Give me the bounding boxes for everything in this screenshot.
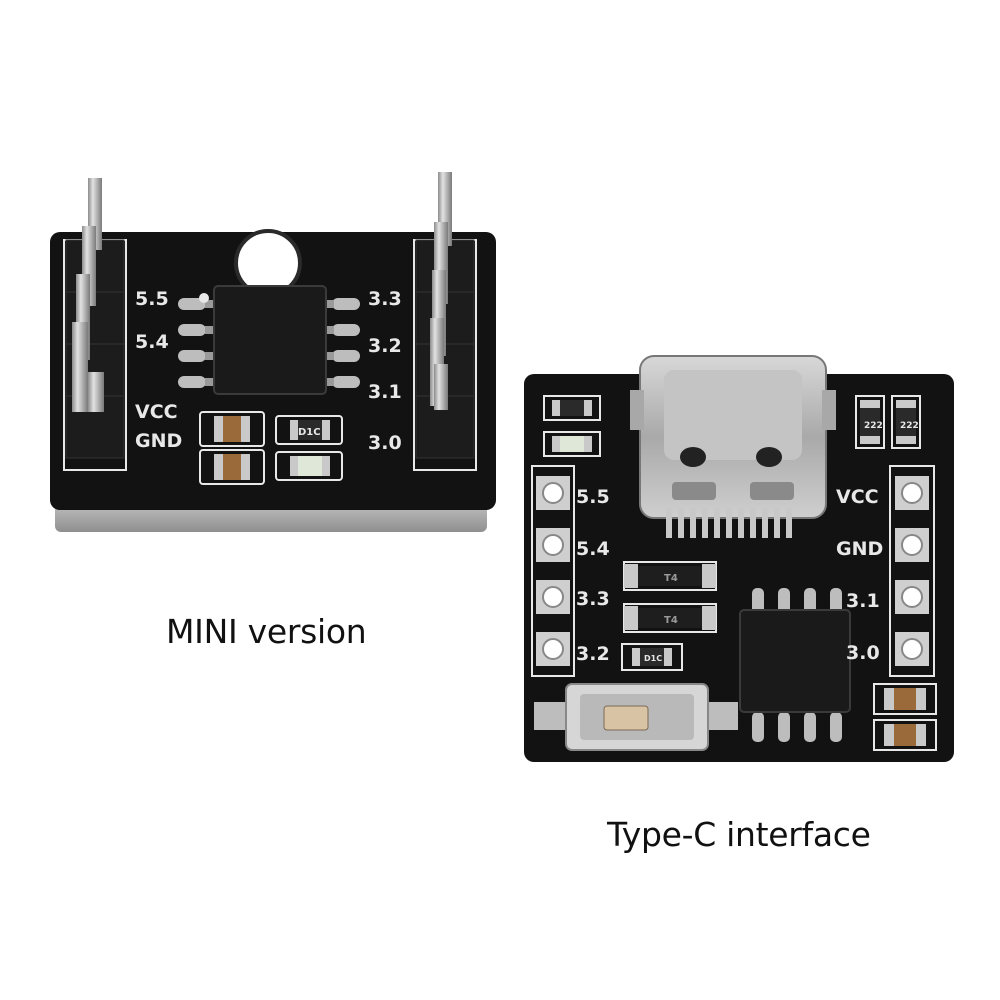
mini-right-header [415, 172, 475, 459]
typec-label-3-0: 3.0 [846, 642, 880, 664]
mini-label-3-1: 3.1 [368, 381, 402, 403]
typec-label-5-5: 5.5 [576, 486, 610, 508]
typec-right-pads [895, 476, 929, 666]
typec-bottom-right-components [873, 683, 937, 751]
mini-label-5-4: 5.4 [135, 331, 169, 353]
mini-label-3-3: 3.3 [368, 288, 402, 310]
typec-label-3-2: 3.2 [576, 643, 610, 665]
reset-button [534, 683, 738, 751]
usb-c-pins [666, 508, 792, 538]
mounting-hole [236, 231, 300, 295]
mini-left-header [65, 178, 125, 459]
resistor-marking-1: 222 [864, 421, 883, 431]
mini-board: D1C 5.5 5.4 VCC GND 3.3 3.2 3.1 3.0 [50, 172, 496, 532]
usb-c-connector [630, 355, 836, 538]
diode-marking-1: T4 [664, 573, 678, 584]
mini-label-5-5: 5.5 [135, 288, 169, 310]
mini-label-gnd: GND [135, 430, 182, 452]
typec-top-left-components [543, 395, 601, 457]
diode-marking-2: T4 [664, 615, 678, 626]
mini-label-3-0: 3.0 [368, 432, 402, 454]
typec-chip [739, 588, 851, 742]
typec-label-vcc: VCC [836, 486, 879, 508]
typec-top-right-resistors [855, 395, 921, 449]
mini-label-3-2: 3.2 [368, 335, 402, 357]
mini-chip-marking: D1C [298, 427, 321, 438]
typec-label-3-3: 3.3 [576, 588, 610, 610]
led-marking: D1C [644, 654, 662, 663]
mini-label-vcc: VCC [135, 401, 178, 423]
mini-chip [178, 285, 360, 395]
mini-version-caption: MINI version [166, 612, 367, 651]
typec-label-gnd: GND [836, 538, 883, 560]
mini-components [199, 411, 343, 485]
type-c-interface-caption: Type-C interface [607, 815, 871, 854]
typec-board: 222 222 T4 T4 D1C [524, 355, 954, 762]
typec-label-3-1: 3.1 [846, 590, 880, 612]
typec-label-5-4: 5.4 [576, 538, 610, 560]
resistor-marking-2: 222 [900, 421, 919, 431]
typec-left-pads [536, 476, 570, 666]
typec-diodes [623, 561, 717, 633]
